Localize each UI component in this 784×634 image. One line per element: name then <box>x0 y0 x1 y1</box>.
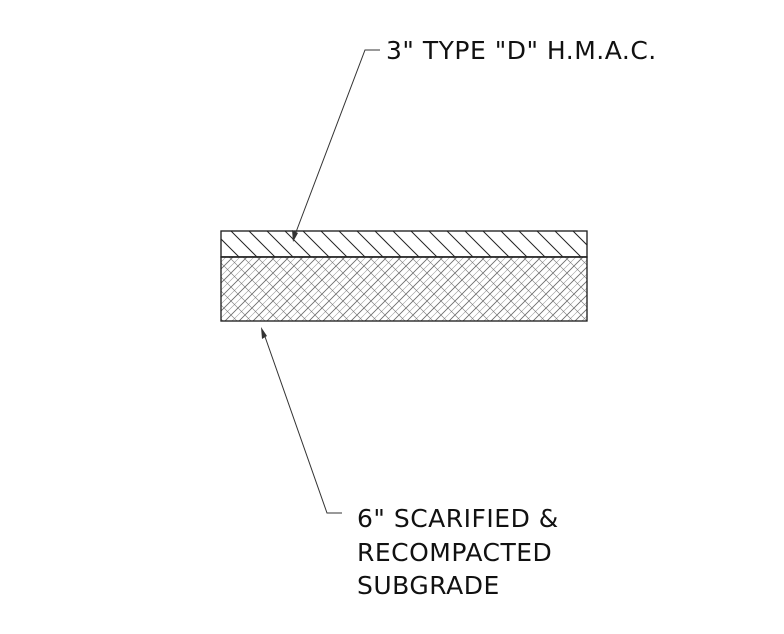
asphalt-hatch-line <box>356 231 384 257</box>
asphalt-hatch-line <box>266 231 294 257</box>
asphalt-hatch-line <box>320 231 348 257</box>
asphalt-hatch-line <box>221 256 222 257</box>
asphalt-hatch-line <box>591 231 617 257</box>
bottom-leader <box>261 327 342 514</box>
asphalt-hatch-line <box>482 231 510 257</box>
asphalt-hatch-line <box>609 231 635 257</box>
asphalt-hatch-line <box>338 231 366 257</box>
asphalt-layer <box>220 230 635 258</box>
asphalt-hatch-line <box>446 231 474 257</box>
asphalt-hatch-line <box>374 231 402 257</box>
asphalt-hatch-line <box>248 231 276 257</box>
top-layer-label: 3" TYPE "D" H.M.A.C. <box>386 36 657 65</box>
asphalt-hatch-line <box>230 231 258 257</box>
asphalt-hatch-line <box>302 231 330 257</box>
asphalt-hatch-line <box>500 231 528 257</box>
bottom-layer-label-line-3: SUBGRADE <box>357 571 500 600</box>
asphalt-hatch-line <box>464 231 492 257</box>
subgrade-layer <box>220 256 588 322</box>
top-leader-arrowhead <box>292 230 298 242</box>
bottom-layer-label-line-2: RECOMPACTED <box>357 538 552 567</box>
asphalt-hatch-line <box>536 231 564 257</box>
top-leader <box>292 49 380 242</box>
asphalt-hatch-line <box>518 231 546 257</box>
bottom-layer-label-line-1: 6" SCARIFIED & <box>357 504 559 533</box>
asphalt-hatch-line <box>410 231 438 257</box>
asphalt-hatch-line <box>554 231 582 257</box>
asphalt-hatch-line <box>284 231 312 257</box>
asphalt-hatch-line <box>572 231 587 246</box>
asphalt-hatch-line <box>428 231 456 257</box>
bottom-leader-arrowhead <box>261 327 267 339</box>
asphalt-hatch-line <box>392 231 420 257</box>
asphalt-hatch-line <box>221 238 240 257</box>
